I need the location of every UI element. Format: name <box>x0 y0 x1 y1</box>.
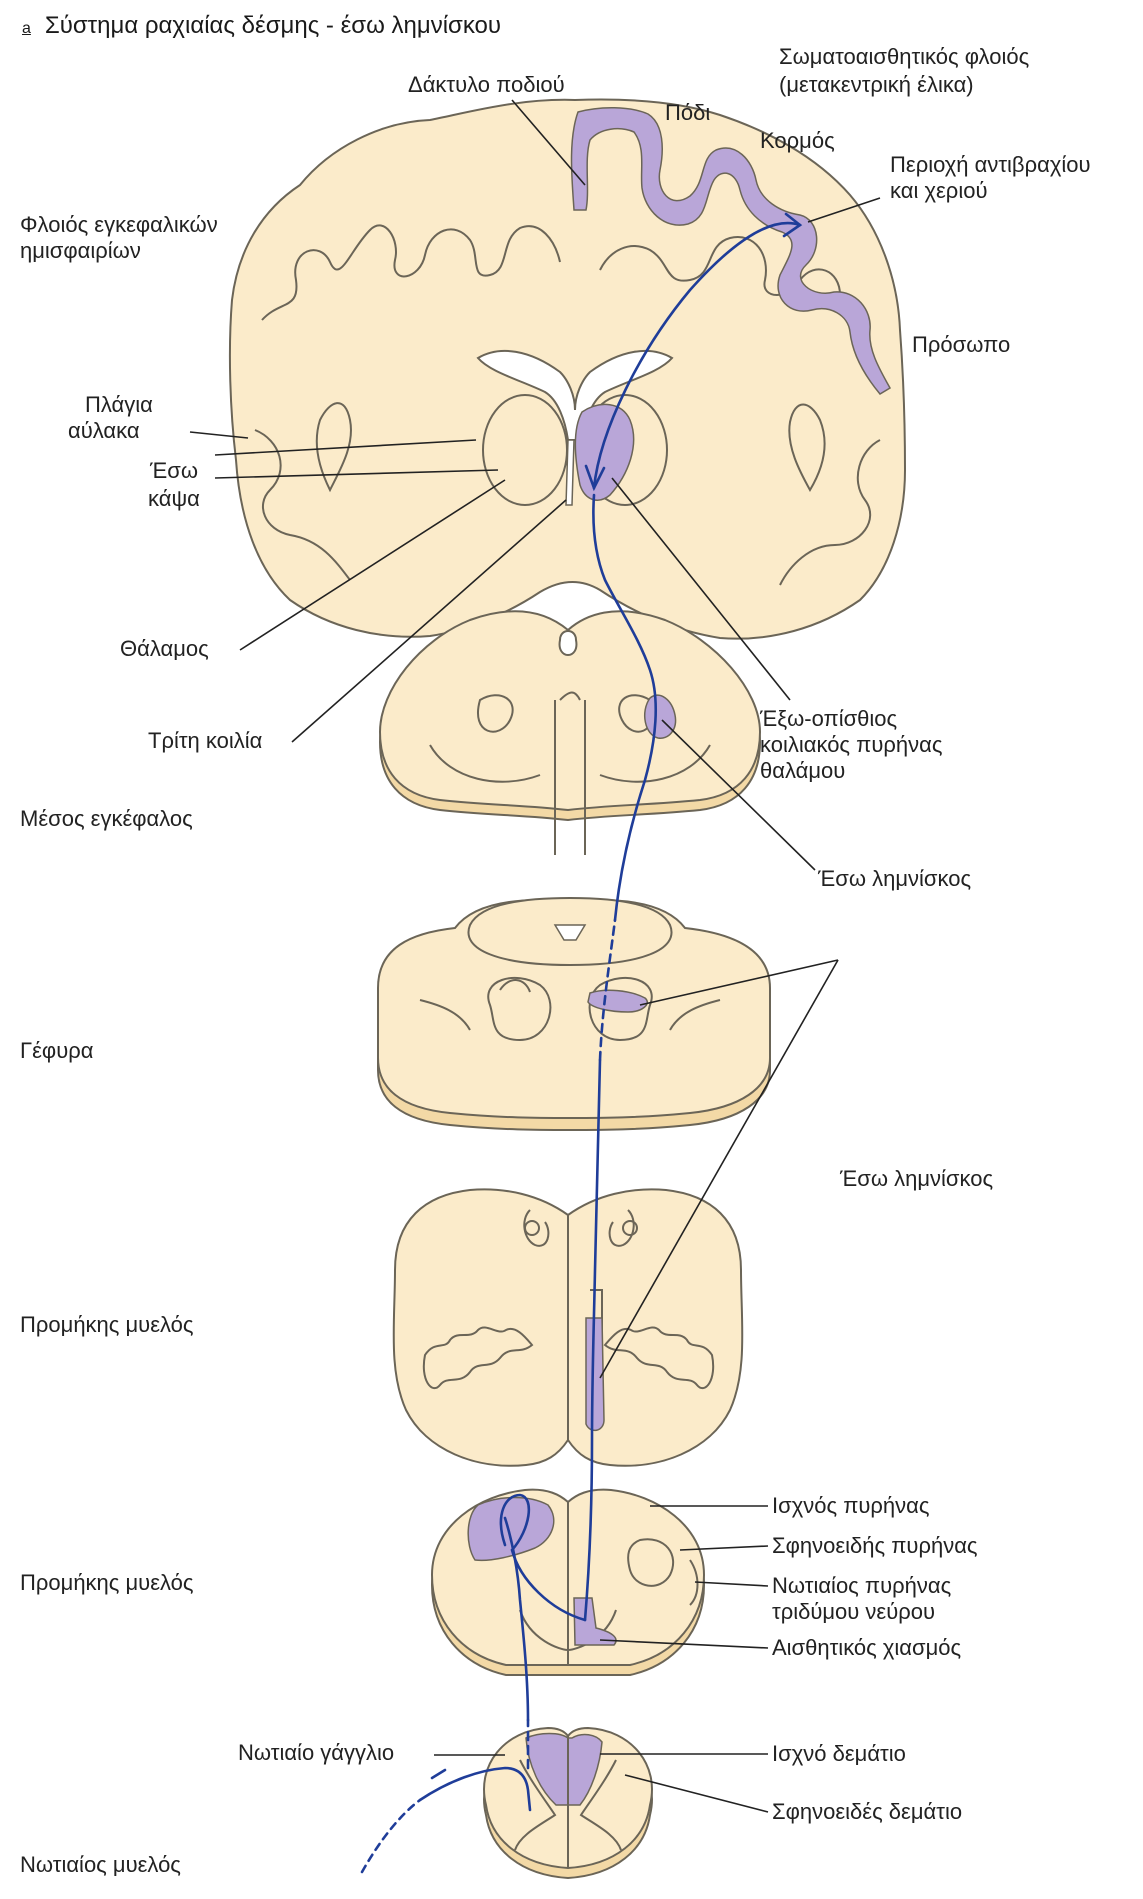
label-dorsal-root-ganglion: Νωτιαίο γάγγλιο <box>238 1740 394 1766</box>
label-internal-capsule-2: κάψα <box>148 486 200 512</box>
figure-marker: a <box>22 20 31 37</box>
label-spinal-cord: Νωτιαίος μυελός <box>20 1852 181 1878</box>
upper-medulla-section <box>394 1189 743 1465</box>
spinal-cord-section <box>484 1728 652 1878</box>
label-vpl-1: Έξω-οπίσθιος <box>760 706 897 732</box>
label-somatosensory-cortex: Σωματοαισθητικός φλοιός <box>779 44 1029 70</box>
label-trigeminal-1: Νωτιαίος πυρήνας <box>772 1573 951 1599</box>
cerebrum-section <box>230 100 905 639</box>
label-sensory-decussation: Αισθητικός χιασμός <box>772 1635 961 1661</box>
figure-title: a Σύστημα ραχιαίας δέσμης - έσω λημνίσκου <box>22 12 501 43</box>
label-midbrain: Μέσος εγκέφαλος <box>20 806 193 832</box>
label-gracile-fasciculus: Ισχνό δεμάτιο <box>772 1741 906 1767</box>
drg-branch <box>432 1770 445 1778</box>
label-pons: Γέφυρα <box>20 1038 93 1064</box>
label-trigeminal-2: τριδύμου νεύρου <box>772 1599 935 1625</box>
label-lateral-sulcus-2: αύλακα <box>68 418 140 444</box>
label-third-ventricle: Τρίτη κοιλία <box>148 728 262 754</box>
label-medial-lemniscus-b: Έσω λημνίσκος <box>840 1166 993 1192</box>
aqueduct <box>560 631 577 655</box>
figure-title-text: Σύστημα ραχιαίας δέσμης - έσω λημνίσκου <box>45 12 501 39</box>
label-trunk: Κορμός <box>760 128 835 154</box>
label-medulla-lower: Προμήκης μυελός <box>20 1570 194 1596</box>
label-cortex-1: Φλοιός εγκεφαλικών <box>20 212 218 238</box>
label-thalamus: Θάλαμος <box>120 636 209 662</box>
label-gracile-nucleus: Ισχνός πυρήνας <box>772 1493 929 1519</box>
label-postcentral-gyrus: (μετακεντρική έλικα) <box>779 72 974 98</box>
lower-medulla-section <box>432 1490 704 1675</box>
label-face: Πρόσωπο <box>912 332 1010 358</box>
label-foot: Πόδι <box>665 100 710 126</box>
midbrain-section <box>380 611 760 855</box>
label-vpl-2: κοιλιακός πυρήνας <box>760 732 942 758</box>
label-medulla-upper: Προμήκης μυελός <box>20 1312 194 1338</box>
pons-section <box>378 898 770 1130</box>
label-cortex-2: ημισφαιρίων <box>20 238 141 264</box>
label-toes: Δάκτυλο ποδιού <box>408 72 565 98</box>
label-internal-capsule-1: Έσω <box>150 458 198 484</box>
label-cuneate-nucleus: Σφηνοειδής πυρήνας <box>772 1533 978 1559</box>
label-lateral-sulcus-1: Πλάγια <box>85 392 153 418</box>
label-medial-lemniscus-a: Έσω λημνίσκος <box>818 866 971 892</box>
label-vpl-3: θαλάμου <box>760 758 845 784</box>
label-cuneate-fasciculus: Σφηνοειδές δεμάτιο <box>772 1799 962 1825</box>
label-forearm-hand-1: Περιοχή αντιβραχίου <box>890 152 1091 178</box>
afferent-fiber <box>362 1800 420 1872</box>
label-forearm-hand-2: και χεριού <box>890 178 987 204</box>
